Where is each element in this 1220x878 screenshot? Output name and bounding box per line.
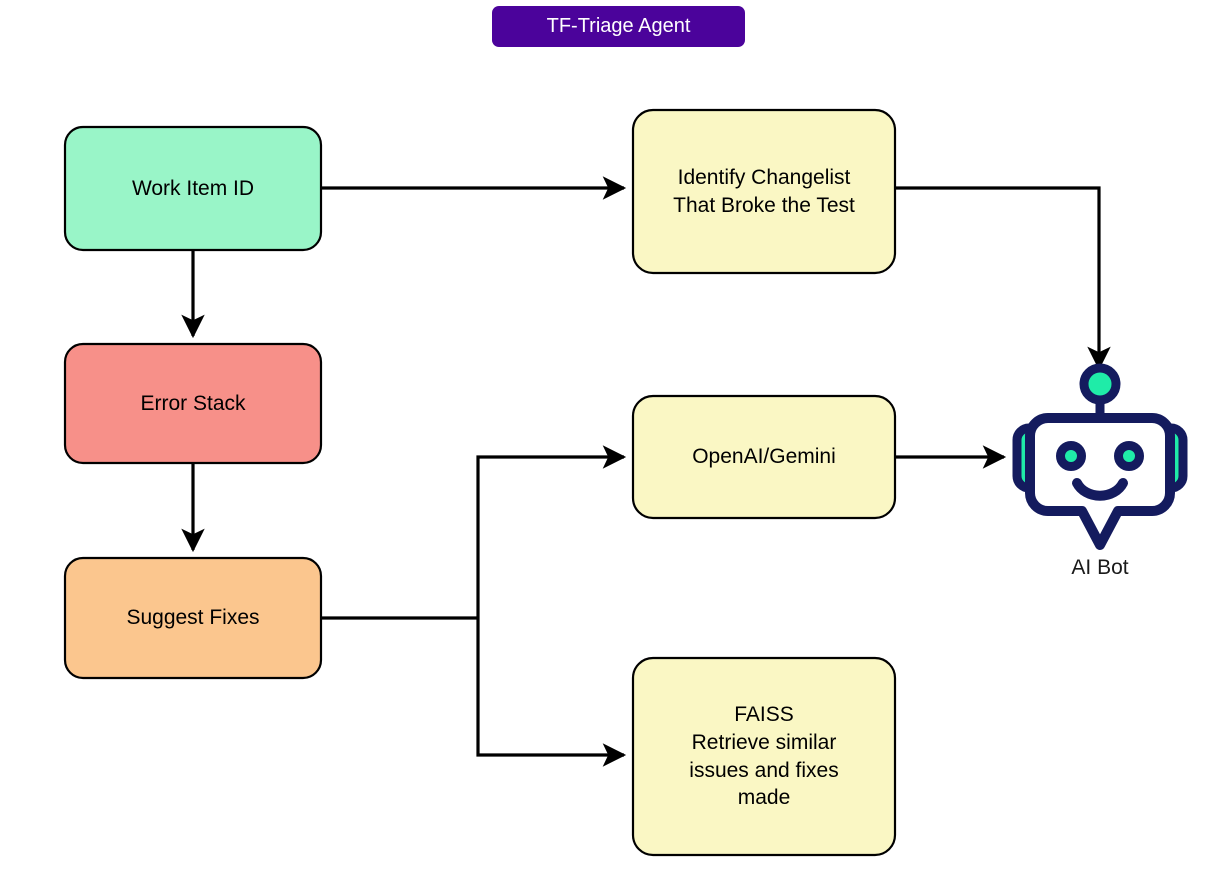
hit-work-item-id[interactable] bbox=[65, 127, 321, 250]
hit-faiss[interactable] bbox=[633, 658, 895, 855]
hit-suggest-fixes[interactable] bbox=[65, 558, 321, 678]
edge-identify-to-bot bbox=[895, 186, 1111, 371]
node-layer bbox=[63, 108, 897, 857]
edge-branch-to-openai bbox=[476, 445, 627, 618]
hit-identify-changelist[interactable] bbox=[633, 110, 895, 273]
node-faiss[interactable] bbox=[631, 656, 897, 857]
edge-branch-to-faiss bbox=[476, 618, 627, 767]
diagram-title-chip bbox=[492, 6, 745, 47]
hit-ai-bot[interactable] bbox=[1012, 368, 1188, 548]
hit-openai-gemini[interactable] bbox=[633, 396, 895, 518]
bot-antenna-ball bbox=[1079, 363, 1121, 405]
node-work-item-id[interactable] bbox=[63, 125, 323, 252]
node-openai-gemini[interactable] bbox=[631, 394, 897, 520]
node-error-stack[interactable] bbox=[63, 342, 323, 465]
hit-error-stack[interactable] bbox=[65, 344, 321, 463]
node-suggest-fixes[interactable] bbox=[63, 556, 323, 680]
bot-right-eye bbox=[1114, 441, 1144, 471]
ai-bot-icon[interactable] bbox=[1012, 363, 1188, 550]
bot-left-eye bbox=[1056, 441, 1086, 471]
node-identify-changelist[interactable] bbox=[631, 108, 897, 275]
bot-smile bbox=[1072, 478, 1128, 501]
edge-layer bbox=[181, 176, 1111, 767]
